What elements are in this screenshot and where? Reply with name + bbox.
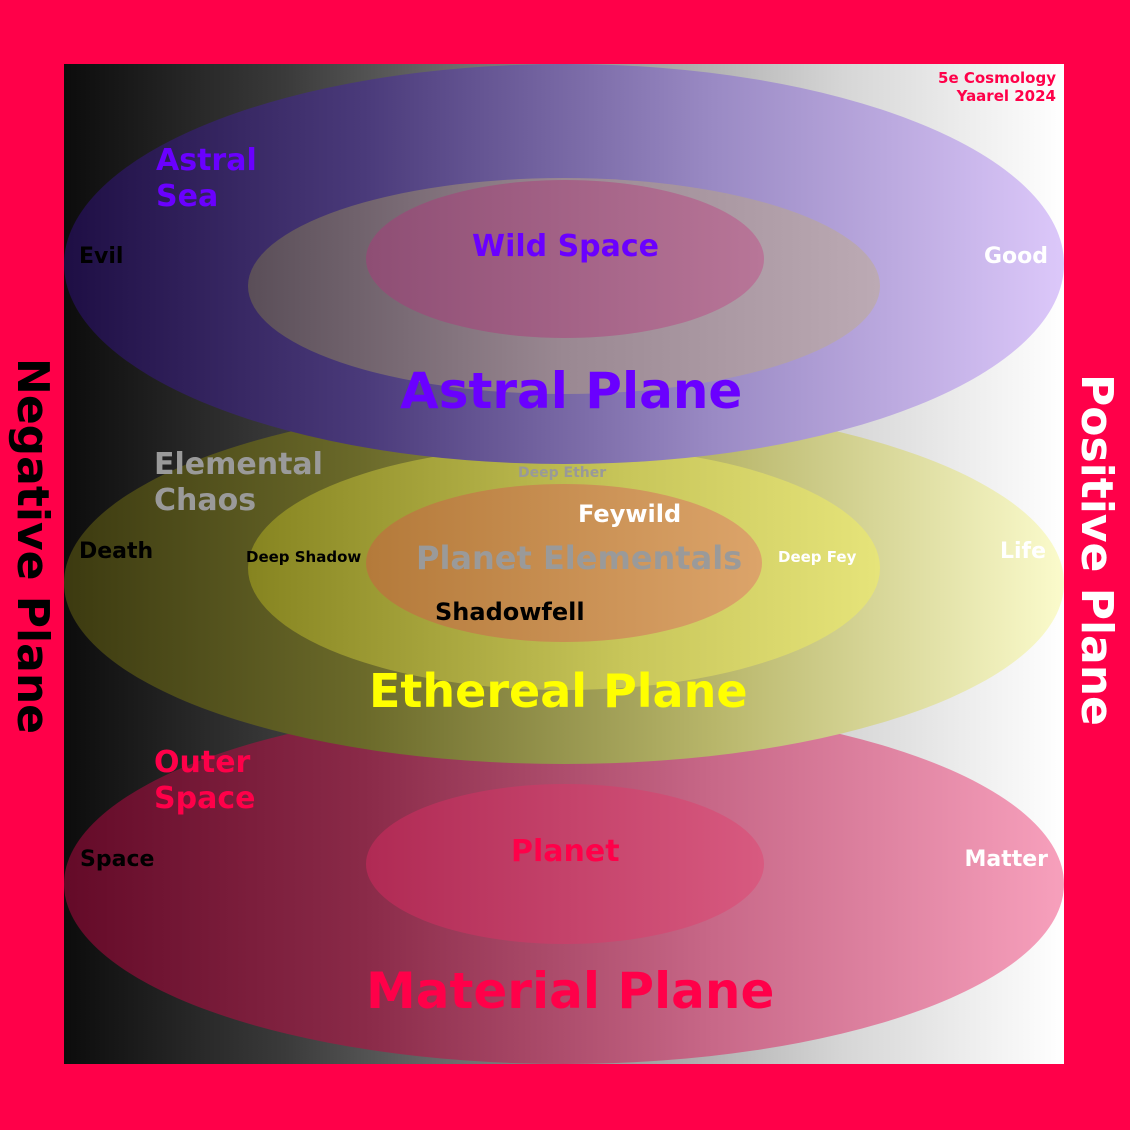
positive-plane-label: Positive Plane — [1071, 374, 1122, 726]
outer-space-label-2: Space — [154, 781, 256, 816]
shadowfell-label: Shadowfell — [435, 598, 585, 626]
feywild-label: Feywild — [578, 500, 682, 528]
deep-shadow-label: Deep Shadow — [246, 548, 362, 566]
elemental-chaos-label-2: Chaos — [154, 483, 257, 518]
deep-fey-label: Deep Fey — [778, 548, 857, 566]
space-label: Space — [80, 847, 155, 872]
outer-space-label-1: Outer — [154, 745, 251, 780]
wild-space-ellipse — [366, 180, 764, 338]
material-plane-label: Material Plane — [366, 962, 775, 1020]
ethereal-plane-label: Ethereal Plane — [369, 664, 748, 718]
planet-elementals-ellipse — [366, 484, 762, 642]
matter-label: Matter — [964, 847, 1048, 872]
astral-sea-label-1: Astral — [156, 143, 257, 178]
astral-plane-label: Astral Plane — [400, 362, 743, 420]
diagram-title: 5e Cosmology — [938, 69, 1056, 87]
life-label: Life — [999, 539, 1046, 564]
elemental-chaos-label-1: Elemental — [154, 447, 323, 482]
planet-elementals-label: Planet Elementals — [416, 539, 743, 577]
deep-ether-label: Deep Ether — [518, 465, 607, 481]
wild-space-label: Wild Space — [472, 229, 660, 264]
planet-label: Planet — [511, 834, 620, 869]
good-label: Good — [983, 244, 1048, 269]
evil-label: Evil — [79, 244, 124, 269]
cosmology-diagram: 5e Cosmology Yaarel 2024 Astral Sea Evil… — [64, 64, 1064, 1064]
death-label: Death — [79, 539, 154, 564]
planet-ellipse — [366, 784, 764, 944]
astral-sea-label-2: Sea — [156, 179, 219, 214]
negative-plane-label: Negative Plane — [7, 358, 58, 734]
diagram-author: Yaarel 2024 — [956, 87, 1056, 105]
